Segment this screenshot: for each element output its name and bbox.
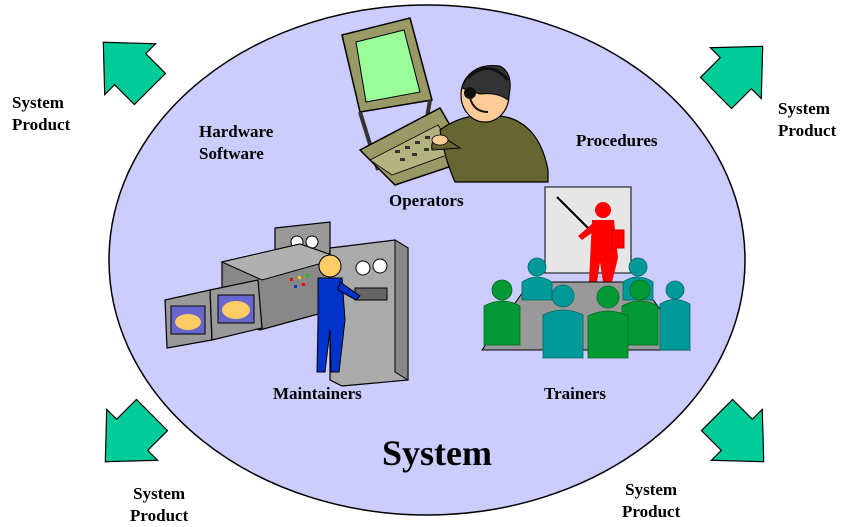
system-boundary-ellipse xyxy=(108,4,746,516)
trainers-classroom-illustration xyxy=(481,186,691,359)
system-product-top-right-label: System Product xyxy=(778,99,837,140)
trainers-label: Trainers xyxy=(544,384,607,403)
arrow-top-right-icon xyxy=(699,45,764,110)
operator-console-illustration xyxy=(341,17,549,186)
system-product-top-left-label: System Product xyxy=(12,93,71,134)
hardware-software-label: Hardware Software xyxy=(199,122,274,163)
arrow-top-left-icon xyxy=(102,41,167,106)
arrow-bottom-right-icon xyxy=(700,398,765,463)
maintainer-equipment-illustration xyxy=(164,221,409,387)
operators-label: Operators xyxy=(389,191,464,210)
maintainers-label: Maintainers xyxy=(273,384,362,403)
system-title: System xyxy=(382,433,492,473)
system-product-bottom-left-label: System Product xyxy=(130,484,189,525)
arrow-bottom-left-icon xyxy=(104,398,169,463)
system-product-bottom-right-label: System Product xyxy=(622,480,681,521)
procedures-label: Procedures xyxy=(576,131,658,150)
